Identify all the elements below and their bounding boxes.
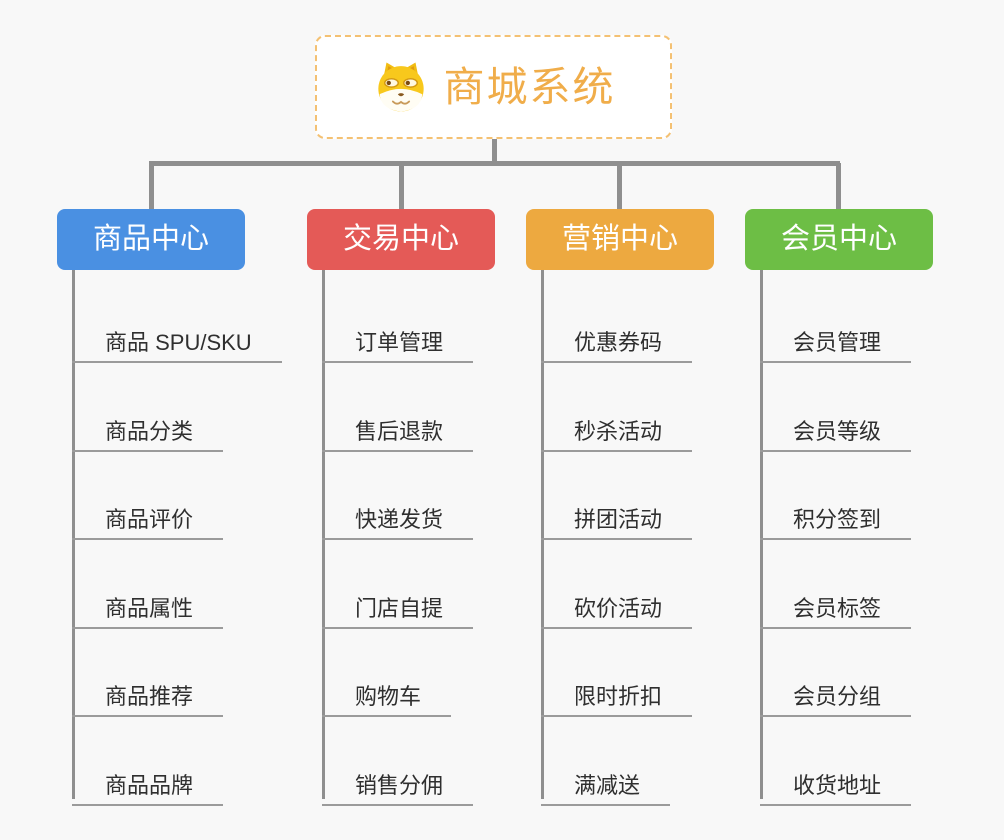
item-node[interactable]: 购物车 — [322, 664, 452, 717]
branch-node-1[interactable]: 商品中心 — [57, 209, 245, 270]
branch-node-3[interactable]: 营销中心 — [526, 209, 714, 270]
item-node[interactable]: 商品评价 — [72, 487, 224, 540]
branch-vertical-line — [322, 270, 325, 799]
item-node[interactable]: 优惠券码 — [541, 310, 693, 363]
item-node[interactable]: 商品品牌 — [72, 753, 224, 806]
item-node[interactable]: 限时折扣 — [541, 664, 693, 717]
branch-vertical-line — [541, 270, 544, 799]
branch-vertical-line — [760, 270, 763, 799]
item-node[interactable]: 会员分组 — [760, 664, 912, 717]
item-node[interactable]: 会员管理 — [760, 310, 912, 363]
connector-horizontal-line — [149, 161, 840, 166]
branch-label: 营销中心 — [561, 223, 678, 255]
item-node[interactable]: 门店自提 — [322, 576, 474, 629]
branch-label: 交易中心 — [342, 223, 459, 255]
branch-node-4[interactable]: 会员中心 — [745, 209, 933, 270]
branch-label: 商品中心 — [92, 223, 209, 255]
item-node[interactable]: 会员标签 — [760, 576, 912, 629]
item-node[interactable]: 商品 SPU/SKU — [72, 310, 282, 363]
branch-column: 交易中心 订单管理售后退款快递发货门店自提购物车销售分佣 — [307, 209, 495, 806]
item-node[interactable]: 商品分类 — [72, 399, 224, 452]
branch-column: 营销中心 优惠券码秒杀活动拼团活动砍价活动限时折扣满减送 — [526, 209, 714, 806]
branch-node-2[interactable]: 交易中心 — [307, 209, 495, 270]
connector-root-stub — [492, 139, 497, 163]
item-node[interactable]: 砍价活动 — [541, 576, 693, 629]
branch-vertical-line — [72, 270, 75, 799]
connector-drop-2 — [399, 163, 404, 209]
item-node[interactable]: 拼团活动 — [541, 487, 693, 540]
root-node[interactable]: 商城系统 — [315, 35, 672, 139]
item-node[interactable]: 商品推荐 — [72, 664, 224, 717]
connector-drop-4 — [836, 163, 841, 209]
branch-label: 会员中心 — [780, 223, 897, 255]
branch-column: 商品中心 商品 SPU/SKU 商品分类商品评价商品属性商品推荐商品品牌 — [57, 209, 282, 806]
item-node[interactable]: 订单管理 — [322, 310, 474, 363]
item-node[interactable]: 销售分佣 — [322, 753, 474, 806]
root-title: 商城系统 — [443, 63, 616, 110]
item-node[interactable]: 快递发货 — [322, 487, 474, 540]
item-node[interactable]: 积分签到 — [760, 487, 912, 540]
item-node[interactable]: 会员等级 — [760, 399, 912, 452]
connector-drop-3 — [617, 163, 622, 209]
item-node[interactable]: 秒杀活动 — [541, 399, 693, 452]
connector-drop-1 — [149, 163, 154, 209]
item-node[interactable]: 满减送 — [541, 753, 671, 806]
item-node[interactable]: 收货地址 — [760, 753, 912, 806]
item-node[interactable]: 售后退款 — [322, 399, 474, 452]
item-node[interactable]: 商品属性 — [72, 576, 224, 629]
dog-face-icon — [372, 58, 430, 116]
branch-column: 会员中心 会员管理会员等级积分签到会员标签会员分组收货地址 — [745, 209, 933, 806]
